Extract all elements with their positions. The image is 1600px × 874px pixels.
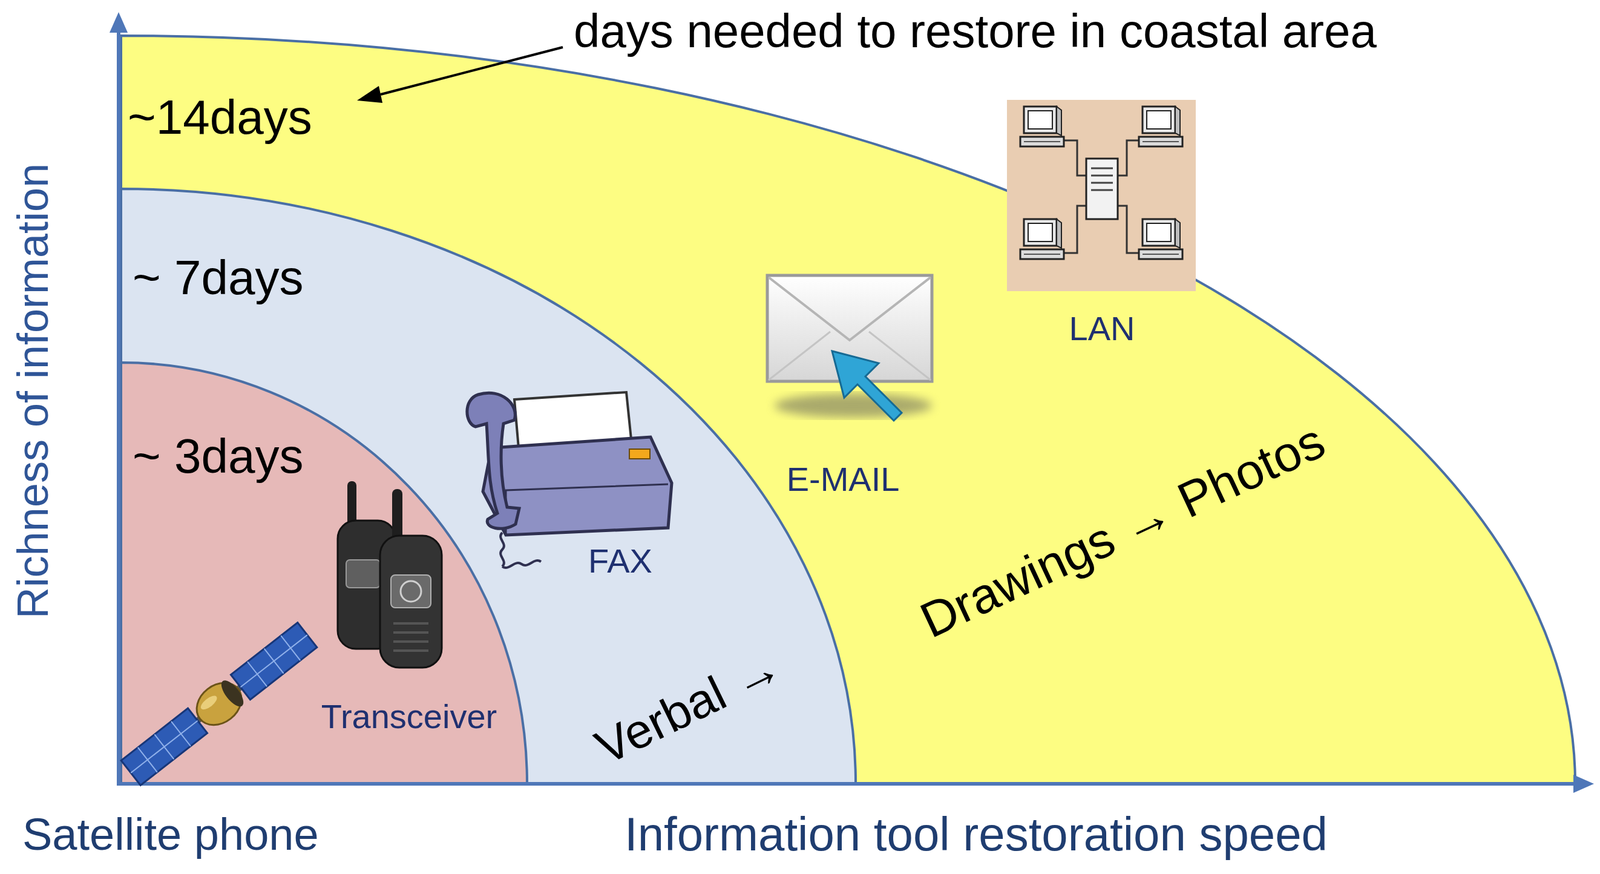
- radio-dial: [400, 580, 422, 602]
- solar-panel: [230, 622, 317, 700]
- leader-head: [357, 85, 383, 103]
- days-label: ~14days: [127, 89, 313, 146]
- restore-band-7: ~ 7daysFAXVerbal →~ 3daysTransceiver: [121, 188, 856, 784]
- server: [1086, 158, 1118, 220]
- speaker-grille: [393, 623, 429, 651]
- cursor-arrow: [832, 350, 902, 421]
- fax-handset: [467, 392, 520, 529]
- axis-title: Satellite phone: [22, 808, 319, 860]
- satellite-end: [217, 677, 247, 711]
- axes: [109, 12, 1594, 793]
- satellite-body: [188, 674, 250, 734]
- envelope-fold: [768, 331, 831, 381]
- antenna: [392, 488, 403, 544]
- callout-note: days needed to restore in coastal area: [573, 4, 1377, 59]
- lan-network: [1020, 106, 1183, 260]
- network-wire: [1060, 140, 1144, 253]
- email-icon: [767, 275, 932, 421]
- transceiver-icon: [337, 481, 442, 668]
- axis-arrowhead: [1573, 774, 1594, 793]
- y-axis: [116, 30, 121, 785]
- fax-button: [629, 449, 650, 459]
- days-label: ~ 7days: [132, 249, 304, 306]
- envelope: [767, 275, 932, 382]
- restore-band-14: ~14daysE-MAILDrawings → Photos~ 7daysFAX…: [121, 35, 1576, 784]
- envelope-fold: [868, 331, 931, 381]
- tool-label: LAN: [1069, 309, 1136, 348]
- lan-box: LAN: [1006, 99, 1196, 292]
- band-outline: [121, 362, 528, 784]
- email-shadow: [774, 393, 932, 418]
- band-outline: [121, 188, 856, 784]
- leader-arrow: [357, 47, 563, 103]
- restore-band-3: ~ 3daysTransceiver: [121, 362, 528, 784]
- panel-grid: [121, 708, 207, 785]
- radio-body: [380, 535, 442, 668]
- panel-grid: [230, 622, 317, 700]
- satellite-icon: [119, 620, 319, 788]
- axis-arrowhead: [109, 12, 128, 33]
- x-axis: [116, 781, 1575, 786]
- radio-screen: [346, 559, 381, 588]
- tool-label: E-MAIL: [786, 459, 900, 499]
- server-bays: [1091, 168, 1113, 191]
- days-label: ~ 3days: [132, 428, 304, 485]
- fax-edge: [505, 484, 669, 535]
- solar-panel: [121, 708, 207, 785]
- axis-title: Information tool restoration speed: [624, 807, 1328, 862]
- band-outline: [121, 35, 1576, 784]
- fax-icon: [467, 392, 672, 568]
- satellite-boom: [193, 682, 246, 725]
- radio-body: [337, 520, 396, 649]
- antenna: [347, 481, 357, 530]
- fax-paper: [514, 392, 633, 456]
- computer: [1020, 219, 1064, 260]
- tool-label: Transceiver: [321, 697, 497, 736]
- leader-line: [380, 47, 563, 95]
- fax-cord: [500, 532, 541, 568]
- envelope-flap: [768, 277, 931, 341]
- axis-title: Richness of information: [7, 163, 59, 619]
- computer: [1020, 106, 1064, 147]
- tool-label: FAX: [588, 541, 653, 581]
- satellite-shine: [198, 693, 220, 713]
- fax-body: [482, 436, 672, 535]
- computer: [1138, 106, 1183, 147]
- computer: [1138, 219, 1183, 260]
- radio-screen: [390, 574, 431, 608]
